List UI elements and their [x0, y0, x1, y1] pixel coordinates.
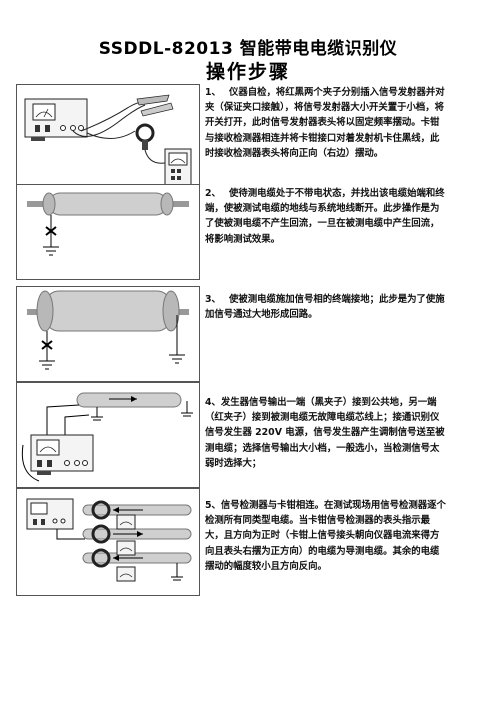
step-2-figure [16, 184, 200, 280]
step-2-number: 2、 [205, 188, 221, 199]
step-3-figure [16, 286, 200, 382]
current-clamp-icon [135, 123, 166, 164]
step-1-body: 仪器自检，将红黑两个夹子分别插入信号发射器并对夹（保证夹口接触），将信号发射器大… [205, 87, 445, 159]
ground-icon [169, 315, 185, 364]
step-4-text: 4、发生器信号输出一端（黑夹子）接到公共地，另一端（红夹子）接到被测电缆无故障电… [205, 395, 448, 471]
ground-disconnected-icon [39, 331, 55, 370]
ground-icon [171, 563, 183, 581]
step-1-text: 1、仪器自检，将红黑两个夹子分别插入信号发射器并对夹（保证夹口接触），将信号发射… [205, 85, 448, 161]
signal-generator-icon [24, 98, 88, 141]
document-title: SSDDL-82013 智能带电电缆识别仪 [98, 39, 398, 59]
current-clamp-icon [91, 500, 111, 568]
step-1-number: 1、 [205, 87, 221, 98]
step-4-body: 发生器信号输出一端（黑夹子）接到公共地，另一端（红夹子）接到被测电缆无故障电缆芯… [205, 397, 445, 469]
step-5-number: 5、 [205, 500, 221, 511]
step-2-body: 使待测电缆处于不带电状态，并找出该电缆始端和终端，使被测试电缆的地线与系统地线断… [205, 188, 445, 245]
step-4-figure [16, 382, 200, 488]
alligator-clip-icon [136, 94, 174, 117]
step-5-body: 信号检测器与卡钳相连。在测试现场用信号检测器逐个检测所有同类型电缆。当卡钳信号检… [205, 500, 446, 572]
cable-icon [27, 192, 189, 216]
step-3-number: 3、 [205, 294, 221, 305]
signal-generator-icon [30, 434, 94, 475]
signal-generator-icon [26, 498, 74, 530]
receiver-detector-icon [116, 514, 136, 582]
step-2-text: 2、使待测电缆处于不带电状态，并找出该电缆始端和终端，使被测试电缆的地线与系统地… [205, 186, 448, 247]
step-5-text: 5、信号检测器与卡钳相连。在测试现场用信号检测器逐个检测所有同类型电缆。当卡钳信… [205, 498, 448, 574]
step-4-number: 4、 [205, 397, 221, 408]
step-3-text: 3、使被测电缆施加信号相的终端接地；此步是为了使施加信号通过大地形成回路。 [205, 292, 448, 322]
cable-icon [76, 392, 182, 408]
ground-icon [91, 407, 103, 421]
ground-disconnected-icon [43, 215, 59, 256]
step-1-figure [16, 84, 200, 194]
step-5-figure [16, 488, 200, 596]
receiver-detector-icon [164, 148, 192, 186]
cable-icon [27, 290, 189, 332]
step-3-body: 使被测电缆施加信号相的终端接地；此步是为了使施加信号通过大地形成回路。 [205, 294, 445, 321]
cable-bundle-icon [82, 504, 192, 564]
ground-icon [181, 401, 193, 417]
document-subtitle: 操作步骤 [205, 61, 290, 83]
